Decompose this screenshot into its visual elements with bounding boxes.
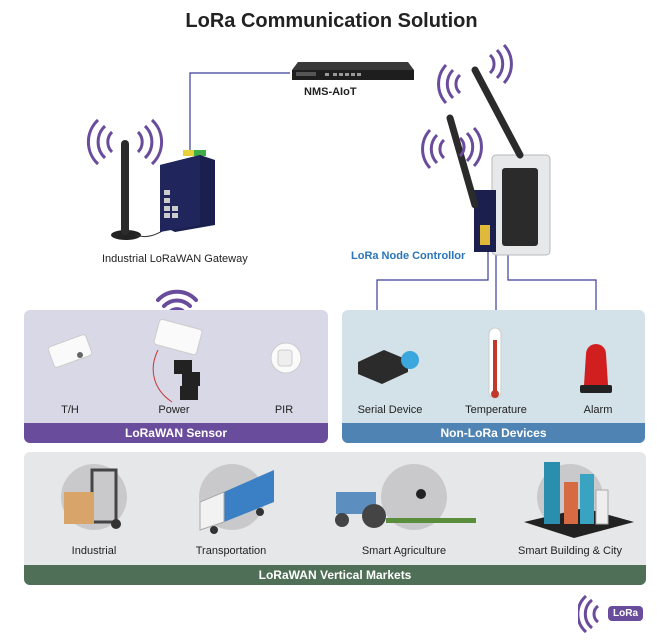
- city-buildings-icon: [524, 462, 634, 538]
- thermometer-icon: [488, 327, 502, 399]
- sensor-wifi-icon: [156, 289, 198, 314]
- market-item-label: Smart Building & City: [518, 545, 622, 557]
- non-lora-devices-panel: Serial Device Temperature Alarm Non-LoRa…: [342, 310, 645, 443]
- node-controller-icon: [446, 66, 551, 256]
- controller-signal-icon: [421, 43, 513, 170]
- page-title: LoRa Communication Solution: [185, 10, 478, 32]
- forklift-icon: [61, 464, 127, 530]
- gateway-device-icon: [111, 140, 215, 240]
- nonlora-item-label: Serial Device: [357, 404, 423, 416]
- lorawan-sensor-header: LoRaWAN Sensor: [24, 423, 328, 443]
- temperature-humidity-sensor-icon: [47, 334, 93, 368]
- vertical-markets-header: LoRaWAN Vertical Markets: [24, 565, 646, 585]
- server-appliance-icon: [292, 62, 414, 80]
- market-item-label: Smart Agriculture: [361, 545, 447, 557]
- lorawan-sensor-panel: T/H Power PIR LoRaWAN Sensor: [24, 310, 328, 443]
- nonlora-item-label: Alarm: [583, 404, 613, 416]
- serial-device-icon: [358, 350, 419, 384]
- sensor-item-label: T/H: [61, 404, 79, 416]
- alarm-siren-icon: [580, 344, 612, 393]
- nms-label: NMS-AIoT: [304, 86, 357, 98]
- market-item-label: Industrial: [71, 545, 117, 557]
- node-controller-label: LoRa Node Controllor: [351, 250, 466, 262]
- sensor-item-label: Power: [158, 404, 190, 416]
- lora-signal-icon: [578, 594, 600, 634]
- tractor-drone-icon: [335, 464, 476, 530]
- gateway-signal-icon: [86, 118, 164, 166]
- vertical-markets-panel: Industrial Transportation Smart Agricult…: [24, 452, 646, 585]
- pir-sensor-icon: [270, 342, 302, 374]
- power-meter-sensor-icon: [152, 318, 203, 403]
- market-item-label: Transportation: [195, 545, 267, 557]
- lora-badge: LoRa: [608, 606, 643, 621]
- sensor-item-label: PIR: [274, 404, 294, 416]
- gateway-label: Industrial LoRaWAN Gateway: [102, 253, 248, 265]
- non-lora-devices-header: Non-LoRa Devices: [342, 423, 645, 443]
- nonlora-item-label: Temperature: [465, 404, 527, 416]
- lora-legend: LoRa: [578, 594, 658, 634]
- link-nms-gateway: [189, 72, 290, 155]
- truck-icon: [199, 464, 274, 534]
